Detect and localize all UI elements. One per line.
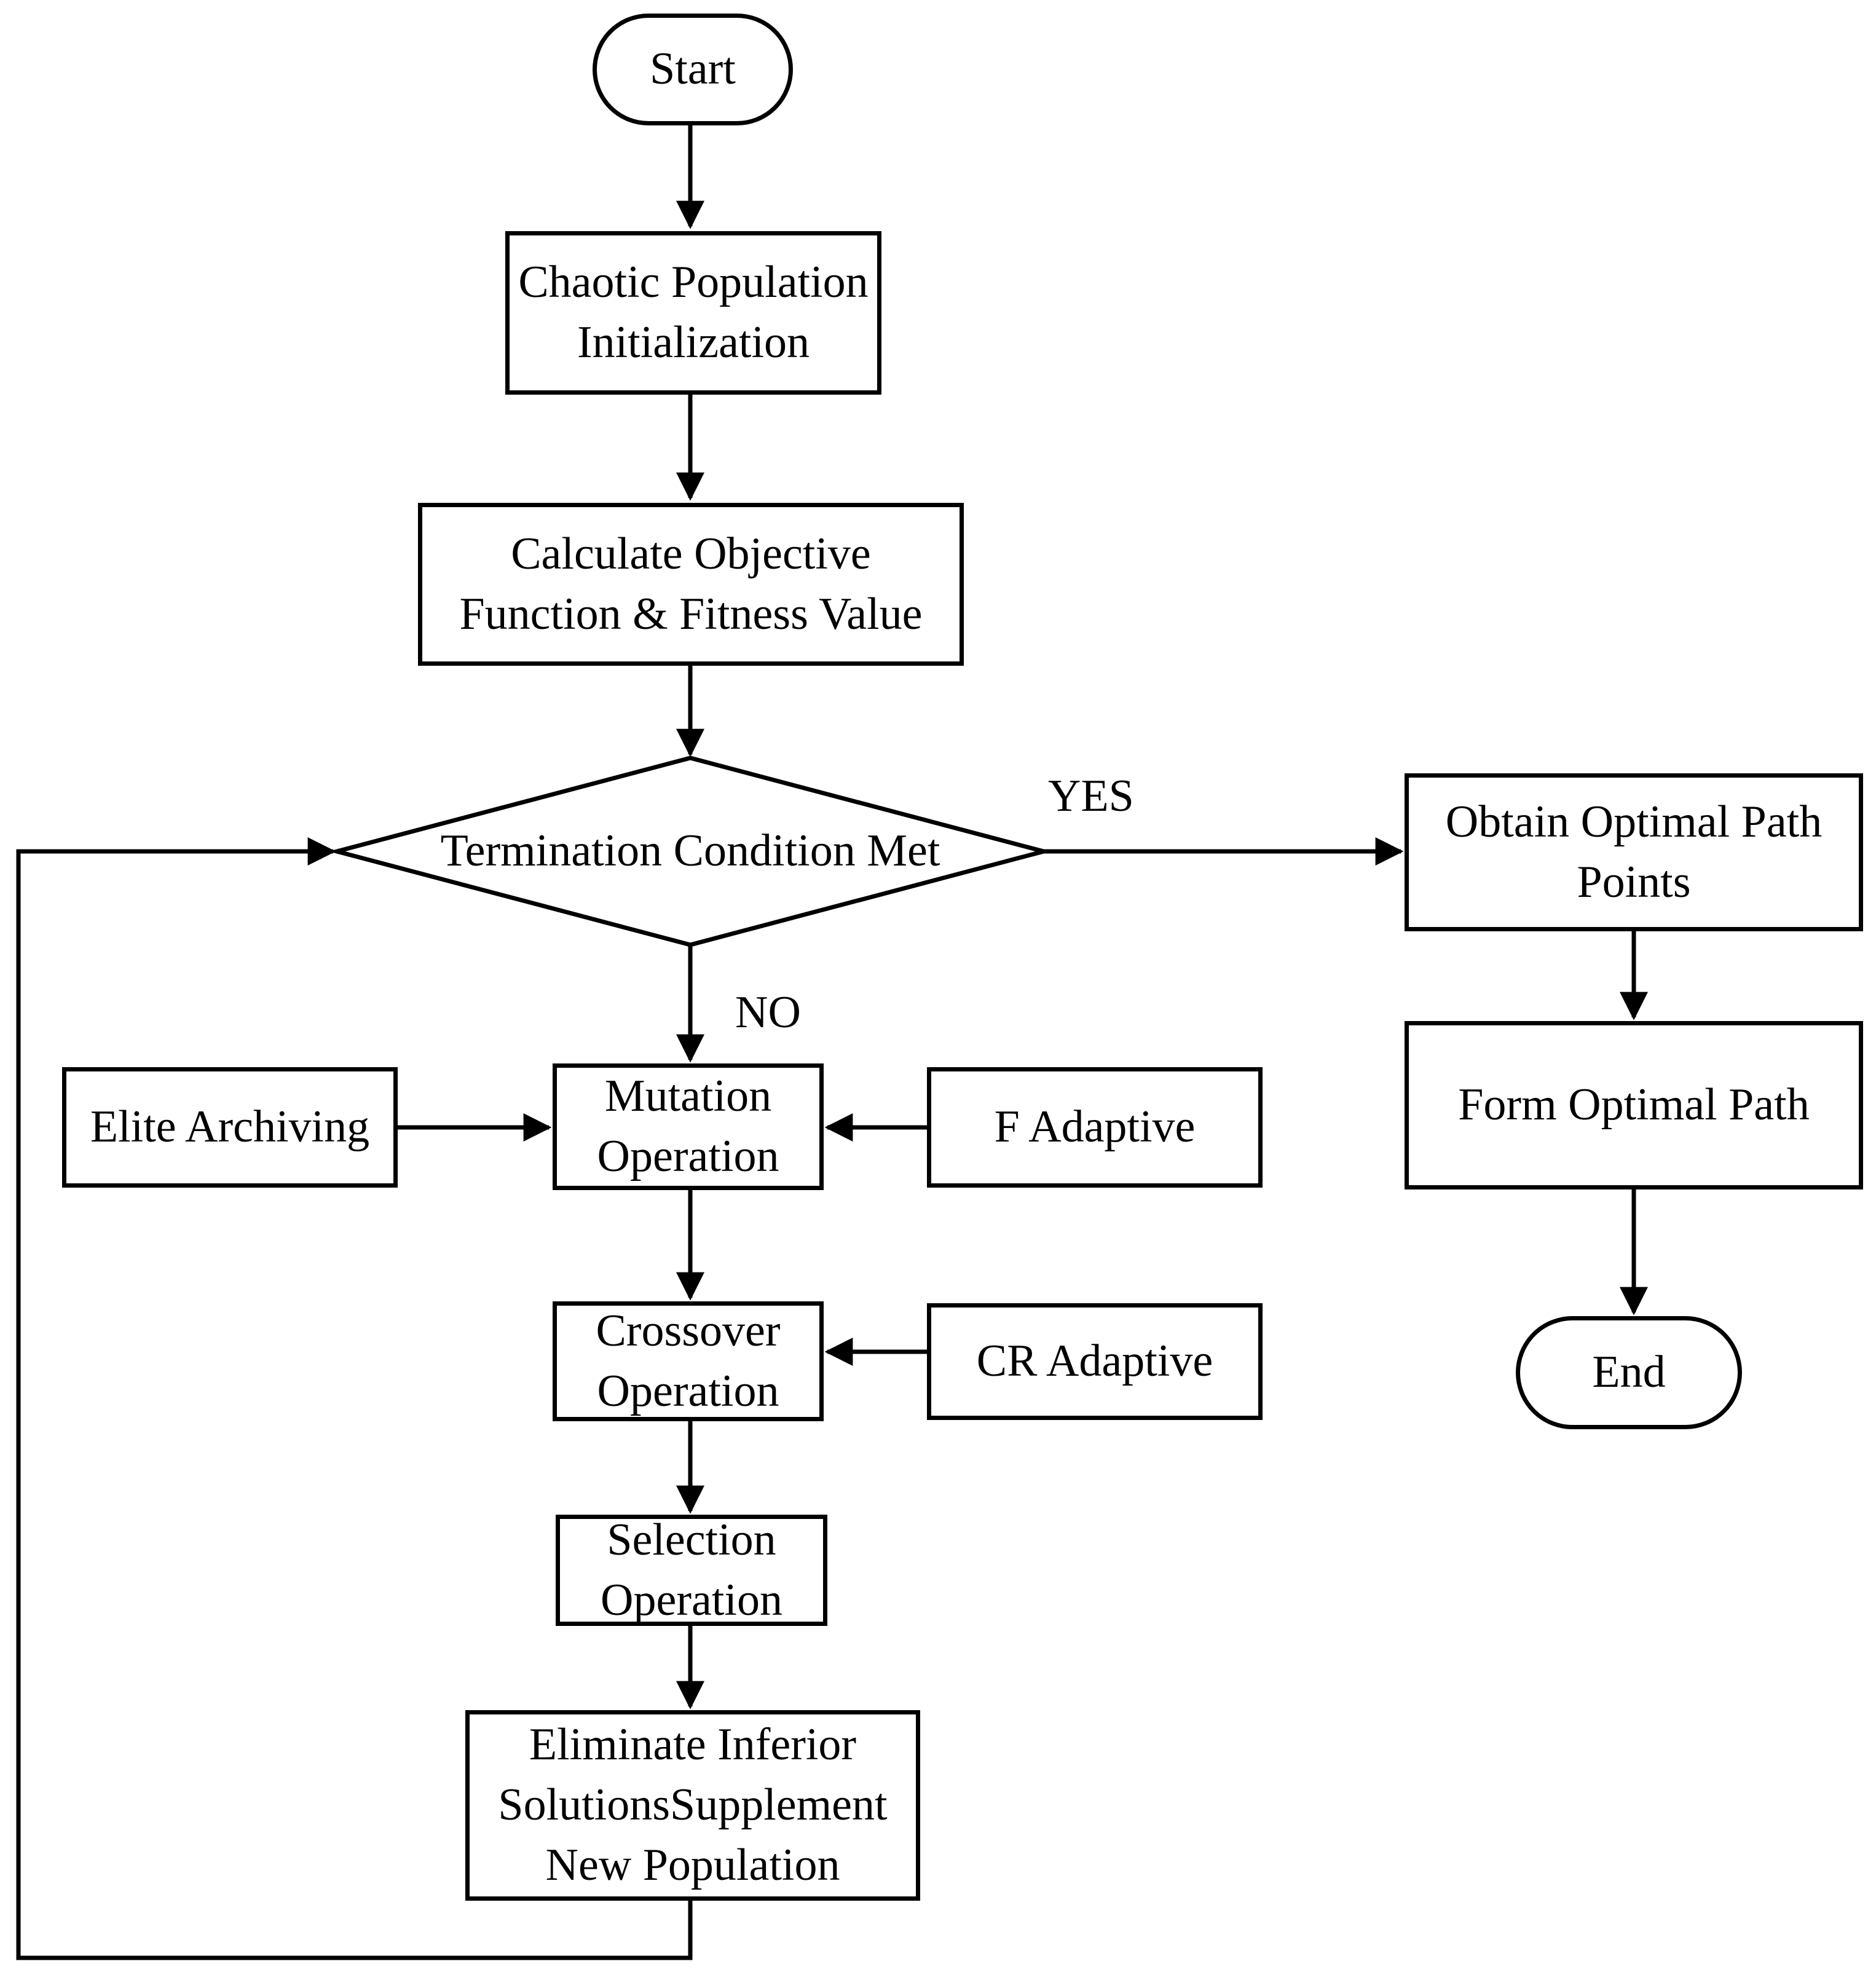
node-calculate-objective-fitness: Calculate Objective Function & Fitness V… — [418, 503, 964, 666]
edge-loop-back-to-decision — [16, 837, 693, 1960]
node-form-optimal-path: Form Optimal Path — [1405, 1021, 1863, 1189]
node-end: End — [1516, 1316, 1742, 1429]
node-start: Start — [593, 14, 793, 125]
node-termination-condition-label: Termination Condition Met — [440, 826, 940, 877]
node-cr-adaptive: CR Adaptive — [927, 1303, 1263, 1420]
node-crossover-operation: Crossover Operation — [553, 1301, 824, 1421]
node-chaotic-population-initialization: Chaotic Population Initialization — [505, 231, 881, 395]
edge-label-no: NO — [735, 987, 801, 1038]
node-selection-operation: Selection Operation — [556, 1515, 827, 1626]
node-f-adaptive: F Adaptive — [927, 1067, 1263, 1188]
node-mutation-operation: Mutation Operation — [553, 1063, 824, 1190]
edge-label-yes: YES — [1048, 771, 1134, 821]
node-obtain-optimal-path-points: Obtain Optimal Path Points — [1405, 773, 1863, 931]
node-eliminate-inferior-solutions: Eliminate Inferior SolutionsSupplement N… — [465, 1710, 920, 1901]
node-elite-archiving: Elite Archiving — [62, 1067, 398, 1188]
